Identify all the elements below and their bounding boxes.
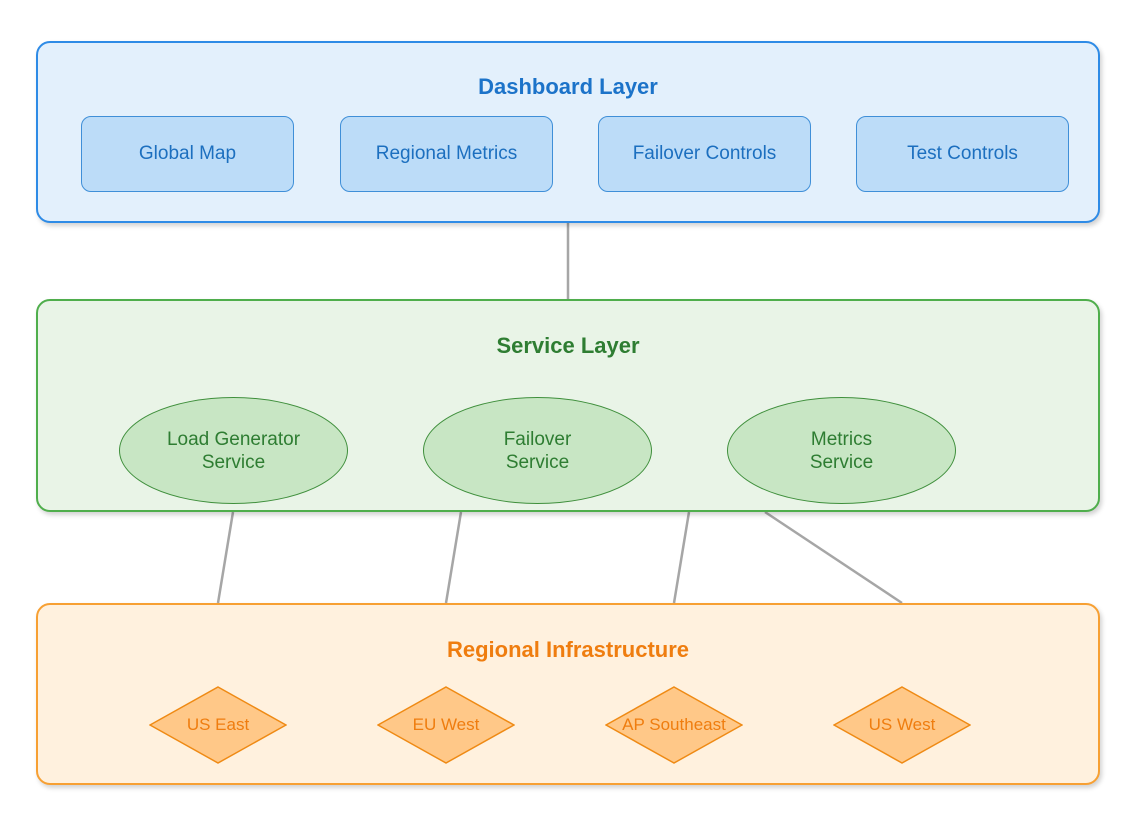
regional-metrics-label: Regional Metrics <box>375 143 518 164</box>
region-label: EU West <box>412 715 480 734</box>
service-label-line1: Metrics <box>810 428 873 450</box>
service-layer-title: Service Layer <box>496 333 640 358</box>
service-label-line2: Service <box>505 451 570 473</box>
regional-metrics-box: Regional Metrics <box>340 116 553 192</box>
region-ap-southeast-node: AP Southeast <box>605 686 743 764</box>
test-controls-label: Test Controls <box>907 143 1018 164</box>
region-us-west-node: US West <box>833 686 971 764</box>
service-label-line2: Service <box>809 451 874 473</box>
global-map-label: Global Map <box>138 143 237 164</box>
service-label-line1: Load Generator <box>166 428 301 450</box>
region-eu-west-node: EU West <box>377 686 515 764</box>
connector-metrics-us-west <box>764 510 903 605</box>
connector-failover-eu-west <box>444 511 463 604</box>
regional-infrastructure-title: Regional Infrastructure <box>446 637 690 662</box>
service-label-line1: Failover <box>503 428 572 450</box>
region-us-east-node: US East <box>149 686 287 764</box>
region-label: US West <box>868 715 936 734</box>
failover-controls-box: Failover Controls <box>598 116 811 192</box>
dashboard-layer-title: Dashboard Layer <box>478 74 658 99</box>
connector-load-generator-us-east <box>216 511 235 604</box>
connector-failover-ap-southeast <box>672 511 691 604</box>
global-map-box: Global Map <box>81 116 294 192</box>
service-label-line2: Service <box>201 451 266 473</box>
test-controls-box: Test Controls <box>856 116 1069 192</box>
region-label: US East <box>186 715 250 734</box>
failover-controls-label: Failover Controls <box>632 143 777 164</box>
region-label: AP Southeast <box>622 715 726 734</box>
